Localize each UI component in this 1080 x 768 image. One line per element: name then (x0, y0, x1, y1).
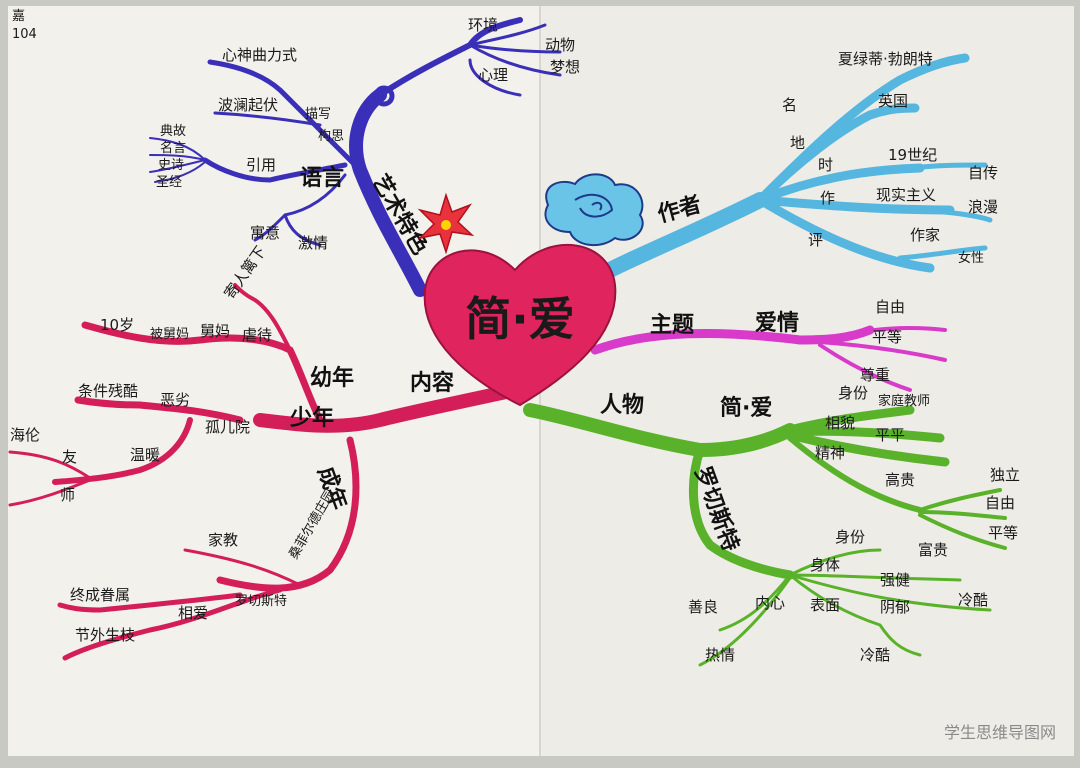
theme-item-2: 平等 (872, 328, 902, 346)
art-writing: 描写 (305, 107, 331, 122)
roch-value-extra: 冷酷 (958, 591, 988, 609)
art-language: 语言 (300, 165, 344, 191)
art-psychology: 心理 (478, 66, 508, 84)
art-writing-1: 波澜起伏 (218, 96, 278, 114)
roch-value-kind: 善良 (688, 598, 718, 616)
roch-value-strong: 强健 (880, 571, 910, 589)
theme-item-1: 自由 (875, 298, 905, 316)
paper-shade-right (540, 6, 1074, 756)
corner-note-line-2: 104 (12, 27, 37, 42)
jane-spirit-1: 独立 (990, 466, 1020, 484)
content-childhood: 幼年 (310, 365, 354, 391)
author-extra-3: 女性 (958, 250, 984, 266)
author-value-name: 夏绿蒂·勃朗特 (838, 50, 933, 68)
author-item-review: 评 (808, 231, 823, 249)
roch-item-identity: 身份 (835, 528, 865, 546)
roch-value-rich: 富贵 (918, 541, 948, 559)
youth-6: 海伦 (10, 426, 40, 444)
art-desc-dream: 梦想 (550, 58, 580, 76)
art-quote-1: 典故 (160, 124, 186, 139)
adult-5: 终成眷属 (70, 586, 130, 604)
author-value-place: 英国 (878, 92, 908, 110)
character-jane: 简·爱 (720, 395, 772, 421)
branch-character (523, 403, 1007, 667)
theme-topic: 爱情 (755, 310, 799, 336)
author-item-work: 作 (820, 189, 835, 207)
art-environment: 环境 (468, 16, 498, 34)
art-meaning: 寓意 (250, 224, 280, 242)
art-writing-2: 心神曲力式 (222, 46, 297, 64)
roch-item-surface: 表面 (810, 596, 840, 614)
art-quote-2: 名言 (160, 140, 186, 156)
art-structure: 构思 (318, 129, 344, 144)
art-passion: 激情 (298, 234, 328, 252)
roch-value-gloomy: 阴郁 (880, 598, 910, 616)
author-extra-1: 自传 (968, 164, 998, 182)
heart-icon (423, 244, 617, 407)
roch-value-warm: 热情 (705, 646, 735, 664)
youth-5: 友 (62, 448, 77, 466)
adult-1: 家教 (208, 531, 238, 549)
childhood-1: 10岁 (100, 316, 134, 334)
youth-1: 孤儿院 (205, 418, 250, 436)
theme-item-3: 尊重 (860, 366, 890, 384)
rose-icon (544, 173, 644, 247)
roch-value-cold: 冷酷 (860, 646, 890, 664)
branch-content (8, 283, 522, 661)
art-quote: 引用 (246, 156, 276, 174)
author-item-place: 地 (790, 134, 805, 152)
adult-6: 节外生枝 (75, 626, 135, 644)
youth-7: 师 (60, 486, 75, 504)
youth-3: 条件残酷 (78, 382, 138, 400)
content-label: 内容 (410, 370, 454, 396)
author-value-time: 19世纪 (888, 146, 937, 164)
youth-2: 恶劣 (160, 391, 190, 409)
youth-4: 温暖 (130, 446, 160, 464)
jane-item-spirit: 精神 (815, 444, 845, 462)
theme-label: 主题 (650, 313, 695, 338)
jane-spirit-3: 平等 (988, 524, 1018, 542)
art-quote-3: 史诗 (158, 158, 184, 173)
art-loop (373, 85, 395, 107)
childhood-4: 虐待 (242, 326, 272, 344)
art-quote-4: 圣经 (156, 175, 182, 190)
art-desc-animal: 动物 (545, 36, 575, 54)
flower-icon (417, 192, 475, 255)
watermark: 学生思维导图网 (944, 723, 1056, 742)
jane-spirit-2: 自由 (985, 494, 1015, 512)
content-youth: 少年 (289, 405, 334, 431)
adult-3: 罗切斯特 (235, 594, 287, 609)
jane-value-looks: 平平 (875, 426, 905, 444)
author-value-review: 作家 (910, 226, 940, 244)
roch-item-body: 身体 (810, 556, 840, 574)
branch-art (149, 17, 562, 297)
childhood-3: 舅妈 (200, 322, 230, 340)
adult-4: 相爱 (178, 604, 208, 622)
roch-item-heart: 内心 (755, 594, 785, 612)
branch-author (602, 53, 993, 278)
jane-value-spirit: 高贵 (885, 471, 915, 489)
jane-item-identity: 身份 (838, 384, 868, 402)
character-label: 人物 (600, 392, 644, 418)
jane-item-looks: 相貌 (825, 414, 855, 432)
branch-theme (590, 325, 947, 392)
childhood-2: 被舅妈 (150, 327, 189, 342)
author-extra-2: 浪漫 (968, 198, 998, 216)
author-item-name: 名 (782, 96, 797, 114)
corner-note-line-1: 嘉 (12, 9, 25, 24)
center-title: 简·爱 (465, 292, 574, 346)
jane-value-identity: 家庭教师 (878, 393, 930, 409)
author-item-time: 时 (818, 156, 833, 174)
author-value-work: 现实主义 (876, 186, 936, 204)
